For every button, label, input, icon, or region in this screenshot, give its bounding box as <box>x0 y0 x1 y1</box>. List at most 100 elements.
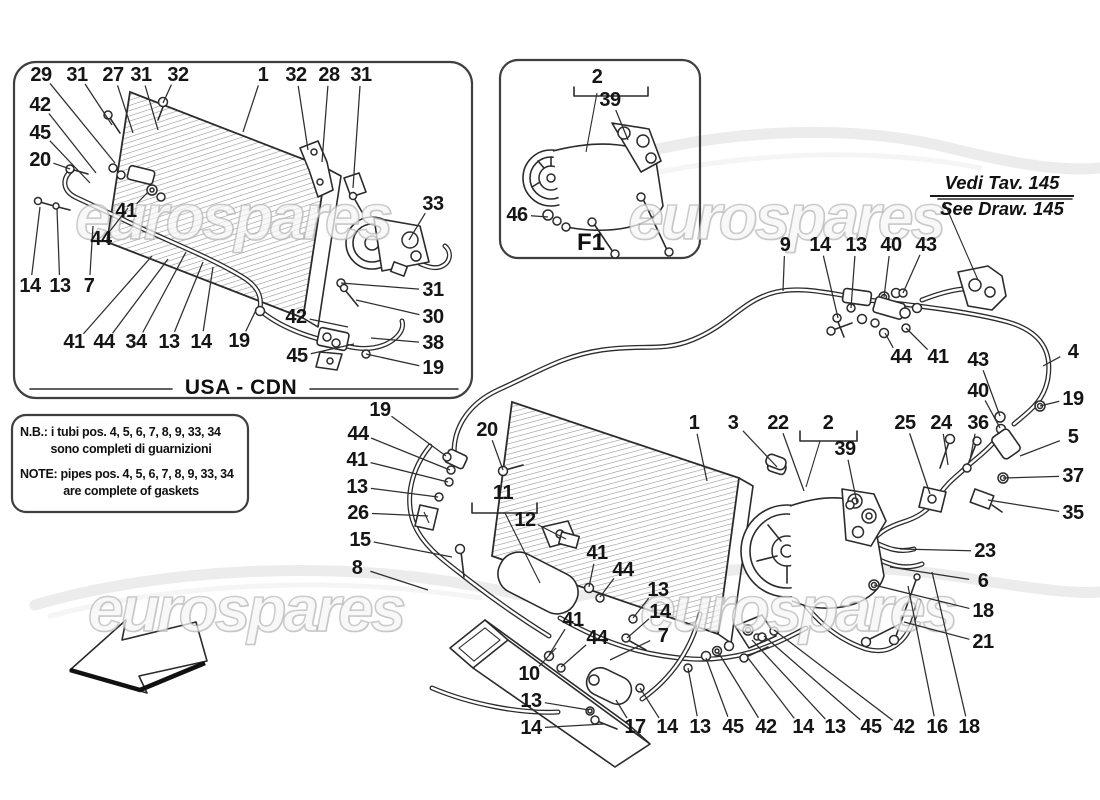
callout-23: 23 <box>974 540 996 562</box>
callout-9: 9 <box>779 234 791 256</box>
callout-19: 19 <box>422 357 444 379</box>
see-drawing-ref-divider <box>930 195 1074 198</box>
callout-19: 19 <box>228 330 250 352</box>
callout-37: 37 <box>1062 465 1084 487</box>
callout-35: 35 <box>1062 502 1084 524</box>
callout-30: 30 <box>422 306 444 328</box>
callout-42: 42 <box>893 716 915 738</box>
callout-7: 7 <box>657 625 669 647</box>
callout-31: 31 <box>66 64 88 86</box>
callout-32: 32 <box>285 64 307 86</box>
callout-13: 13 <box>824 716 846 738</box>
callout-20: 20 <box>476 419 498 441</box>
callout-1: 1 <box>688 412 700 434</box>
callout-14: 14 <box>792 716 814 738</box>
callout-14: 14 <box>19 275 41 297</box>
callout-18: 18 <box>958 716 980 738</box>
see-drawing-ref-line2: See Draw. 145 <box>940 198 1064 220</box>
see-drawing-reference: Vedi Tav. 145 See Draw. 145 <box>930 172 1074 220</box>
callout-45: 45 <box>722 716 744 738</box>
note-line-1: N.B.: i tubi pos. 4, 5, 6, 7, 8, 9, 33, … <box>20 425 221 439</box>
callout-24: 24 <box>930 412 952 434</box>
callout-45: 45 <box>860 716 882 738</box>
callout-31: 31 <box>422 279 444 301</box>
callout-13: 13 <box>49 275 71 297</box>
callout-41: 41 <box>115 200 137 222</box>
callout-32: 32 <box>167 64 189 86</box>
callout-5: 5 <box>1067 426 1079 448</box>
callout-38: 38 <box>422 332 444 354</box>
watermark-text: eurospares <box>627 180 947 254</box>
callout-27: 27 <box>102 64 124 86</box>
callout-13: 13 <box>647 579 669 601</box>
callout-29: 29 <box>30 64 52 86</box>
callout-33: 33 <box>422 193 444 215</box>
callout-10: 10 <box>518 663 540 685</box>
callout-13: 13 <box>158 331 180 353</box>
callout-44: 44 <box>93 331 115 353</box>
note-line-2: sono completi di guarnizioni <box>50 441 212 456</box>
callout-41: 41 <box>586 542 608 564</box>
see-drawing-ref-line1: Vedi Tav. 145 <box>944 172 1060 193</box>
f1-caption: F1 <box>576 229 606 256</box>
callout-39: 39 <box>834 438 856 460</box>
callout-2: 2 <box>822 412 834 434</box>
callout-26: 26 <box>347 502 369 524</box>
callout-42: 42 <box>29 94 51 116</box>
callout-3: 3 <box>727 412 739 434</box>
callout-42: 42 <box>755 716 777 738</box>
callout-12: 12 <box>514 509 536 531</box>
callout-43: 43 <box>915 234 937 256</box>
callout-41: 41 <box>63 331 85 353</box>
callout-31: 31 <box>350 64 372 86</box>
callout-44: 44 <box>90 228 112 250</box>
callout-21: 21 <box>972 631 994 653</box>
callout-22: 22 <box>767 412 789 434</box>
callout-44: 44 <box>890 346 912 368</box>
callout-45: 45 <box>286 345 308 367</box>
callout-19: 19 <box>369 399 391 421</box>
watermark-text: eurospares <box>87 572 407 646</box>
callout-18: 18 <box>972 600 994 622</box>
callout-46: 46 <box>506 204 528 226</box>
callout-17: 17 <box>624 716 646 738</box>
callout-14: 14 <box>520 717 542 739</box>
callout-15: 15 <box>349 529 371 551</box>
callout-40: 40 <box>967 380 989 402</box>
watermark-text: eurospares <box>74 180 394 254</box>
callout-8: 8 <box>351 557 363 579</box>
callout-39: 39 <box>599 89 621 111</box>
callout-1: 1 <box>257 64 269 86</box>
callout-41: 41 <box>562 609 584 631</box>
callout-7: 7 <box>83 275 95 297</box>
callout-2: 2 <box>591 66 603 88</box>
callout-13: 13 <box>845 234 867 256</box>
callout-41: 41 <box>346 449 368 471</box>
callout-28: 28 <box>318 64 340 86</box>
watermark-text: eurospares <box>639 572 959 646</box>
callout-36: 36 <box>967 412 989 434</box>
callout-31: 31 <box>130 64 152 86</box>
callout-42: 42 <box>285 306 307 328</box>
callout-44: 44 <box>612 559 634 581</box>
callout-11: 11 <box>492 482 514 504</box>
callout-13: 13 <box>689 716 711 738</box>
note-line-3: NOTE: pipes pos. 4, 5, 6, 7, 8, 9, 33, 3… <box>20 467 234 481</box>
callout-6: 6 <box>977 570 989 592</box>
callout-41: 41 <box>927 346 949 368</box>
callout-14: 14 <box>656 716 678 738</box>
callout-20: 20 <box>29 149 51 171</box>
gasket-note: N.B.: i tubi pos. 4, 5, 6, 7, 8, 9, 33, … <box>20 424 242 499</box>
callout-44: 44 <box>347 423 369 445</box>
callout-13: 13 <box>346 476 368 498</box>
callout-40: 40 <box>880 234 902 256</box>
callout-14: 14 <box>649 601 671 623</box>
callout-14: 14 <box>190 331 212 353</box>
callout-14: 14 <box>809 234 831 256</box>
note-line-4: are complete of gaskets <box>63 483 199 498</box>
